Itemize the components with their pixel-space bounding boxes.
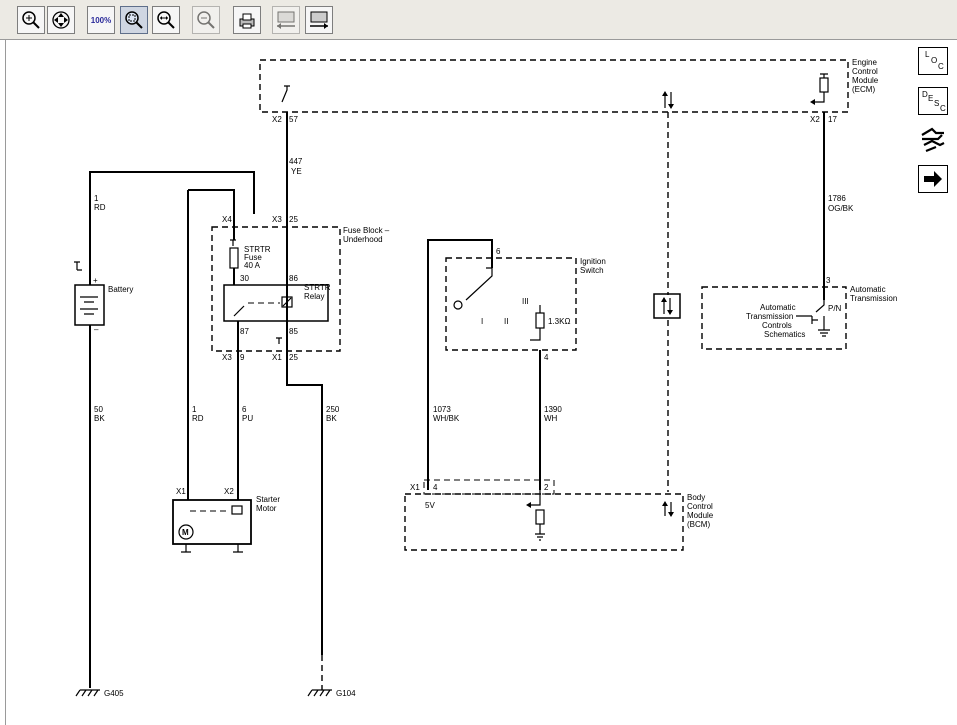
zoom-window-icon <box>125 11 143 29</box>
svg-text:S: S <box>934 99 939 108</box>
print-button[interactable] <box>233 6 261 34</box>
toolbar: 100% <box>0 0 957 40</box>
description-button[interactable]: D E S C <box>918 87 948 115</box>
print-icon <box>239 13 255 29</box>
zoom-out-icon <box>197 11 215 29</box>
description-icon: D E S C <box>922 90 946 113</box>
svg-text:D: D <box>922 90 928 99</box>
pan-button[interactable] <box>47 6 75 34</box>
previous-page-icon <box>277 11 295 29</box>
next-page-button[interactable] <box>305 6 333 34</box>
zoom-100-icon: 100% <box>90 15 112 25</box>
zoom-fit-icon <box>157 11 175 29</box>
zoom-in-button[interactable] <box>17 6 45 34</box>
location-icon: L O C <box>925 50 944 71</box>
svg-text:C: C <box>938 62 944 71</box>
svg-text:O: O <box>931 56 937 65</box>
location-button[interactable]: L O C <box>918 47 948 75</box>
zoom-window-button[interactable] <box>120 6 148 34</box>
connector-icon <box>921 127 945 153</box>
connector-view-button[interactable] <box>918 125 948 155</box>
diagram-frame <box>5 40 957 725</box>
zoom-100-button[interactable]: 100% <box>87 6 115 34</box>
svg-text:C: C <box>940 104 946 113</box>
pan-icon <box>52 11 70 29</box>
arrow-right-icon <box>924 171 942 187</box>
zoom-in-icon <box>22 11 40 29</box>
next-circuit-button[interactable] <box>918 165 948 193</box>
next-page-icon <box>310 11 328 29</box>
zoom-fit-button[interactable] <box>152 6 180 34</box>
svg-text:L: L <box>925 50 930 59</box>
svg-text:E: E <box>928 94 933 103</box>
zoom-out-button[interactable] <box>192 6 220 34</box>
previous-page-button[interactable] <box>272 6 300 34</box>
